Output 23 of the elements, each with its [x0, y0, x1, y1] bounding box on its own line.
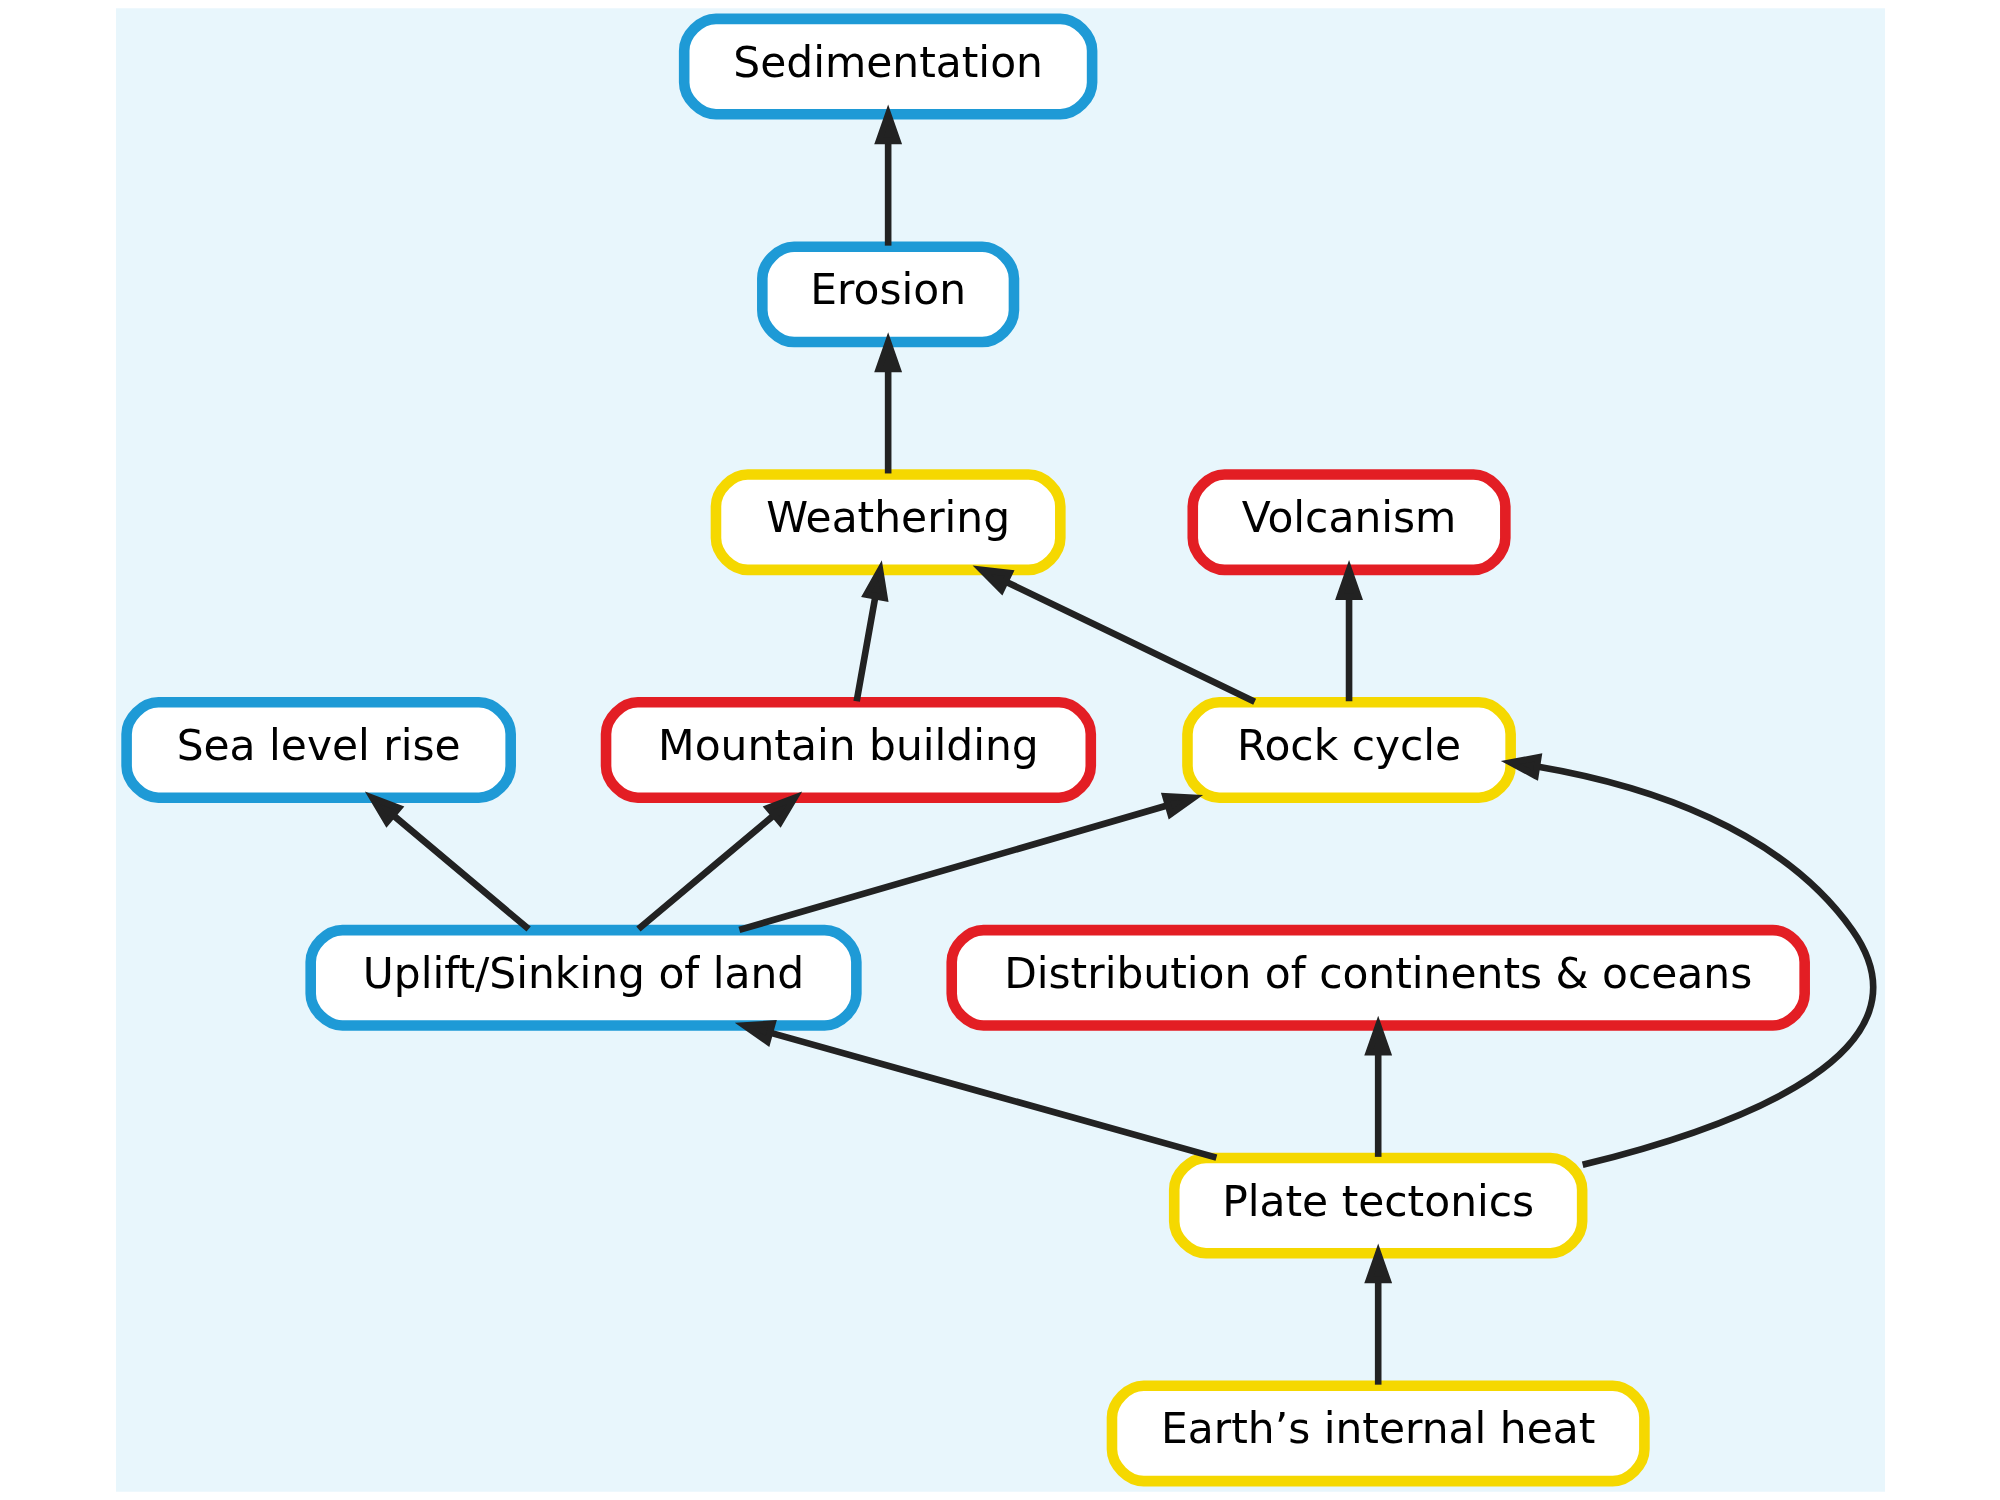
node-box: Plate tectonics — [1168, 1152, 1587, 1259]
arrow — [873, 332, 902, 474]
node-box: Sedimentation — [678, 13, 1097, 120]
arrow — [1334, 560, 1363, 702]
arrow — [1500, 753, 1876, 1168]
arrow — [364, 791, 531, 932]
node-box: Rock cycle — [1181, 697, 1516, 803]
node-box: Weathering — [710, 469, 1066, 576]
arrow — [972, 565, 1256, 705]
node-box: Distribution of continents & oceans — [945, 924, 1810, 1031]
node-box: Mountain building — [600, 697, 1096, 803]
node-box: Uplift/Sinking of land — [304, 924, 862, 1031]
node-box: Sea level rise — [120, 697, 516, 803]
arrow — [1363, 1243, 1392, 1385]
arrow — [852, 560, 889, 702]
arrow — [734, 1020, 1217, 1161]
node-box: Erosion — [756, 241, 1019, 348]
arrow — [873, 104, 902, 246]
arrow — [737, 792, 1203, 934]
node-box: Volcanism — [1186, 469, 1511, 576]
node-box: Earth’s internal heat — [1106, 1380, 1650, 1487]
arrow — [635, 791, 802, 932]
arrow — [1363, 1015, 1392, 1157]
